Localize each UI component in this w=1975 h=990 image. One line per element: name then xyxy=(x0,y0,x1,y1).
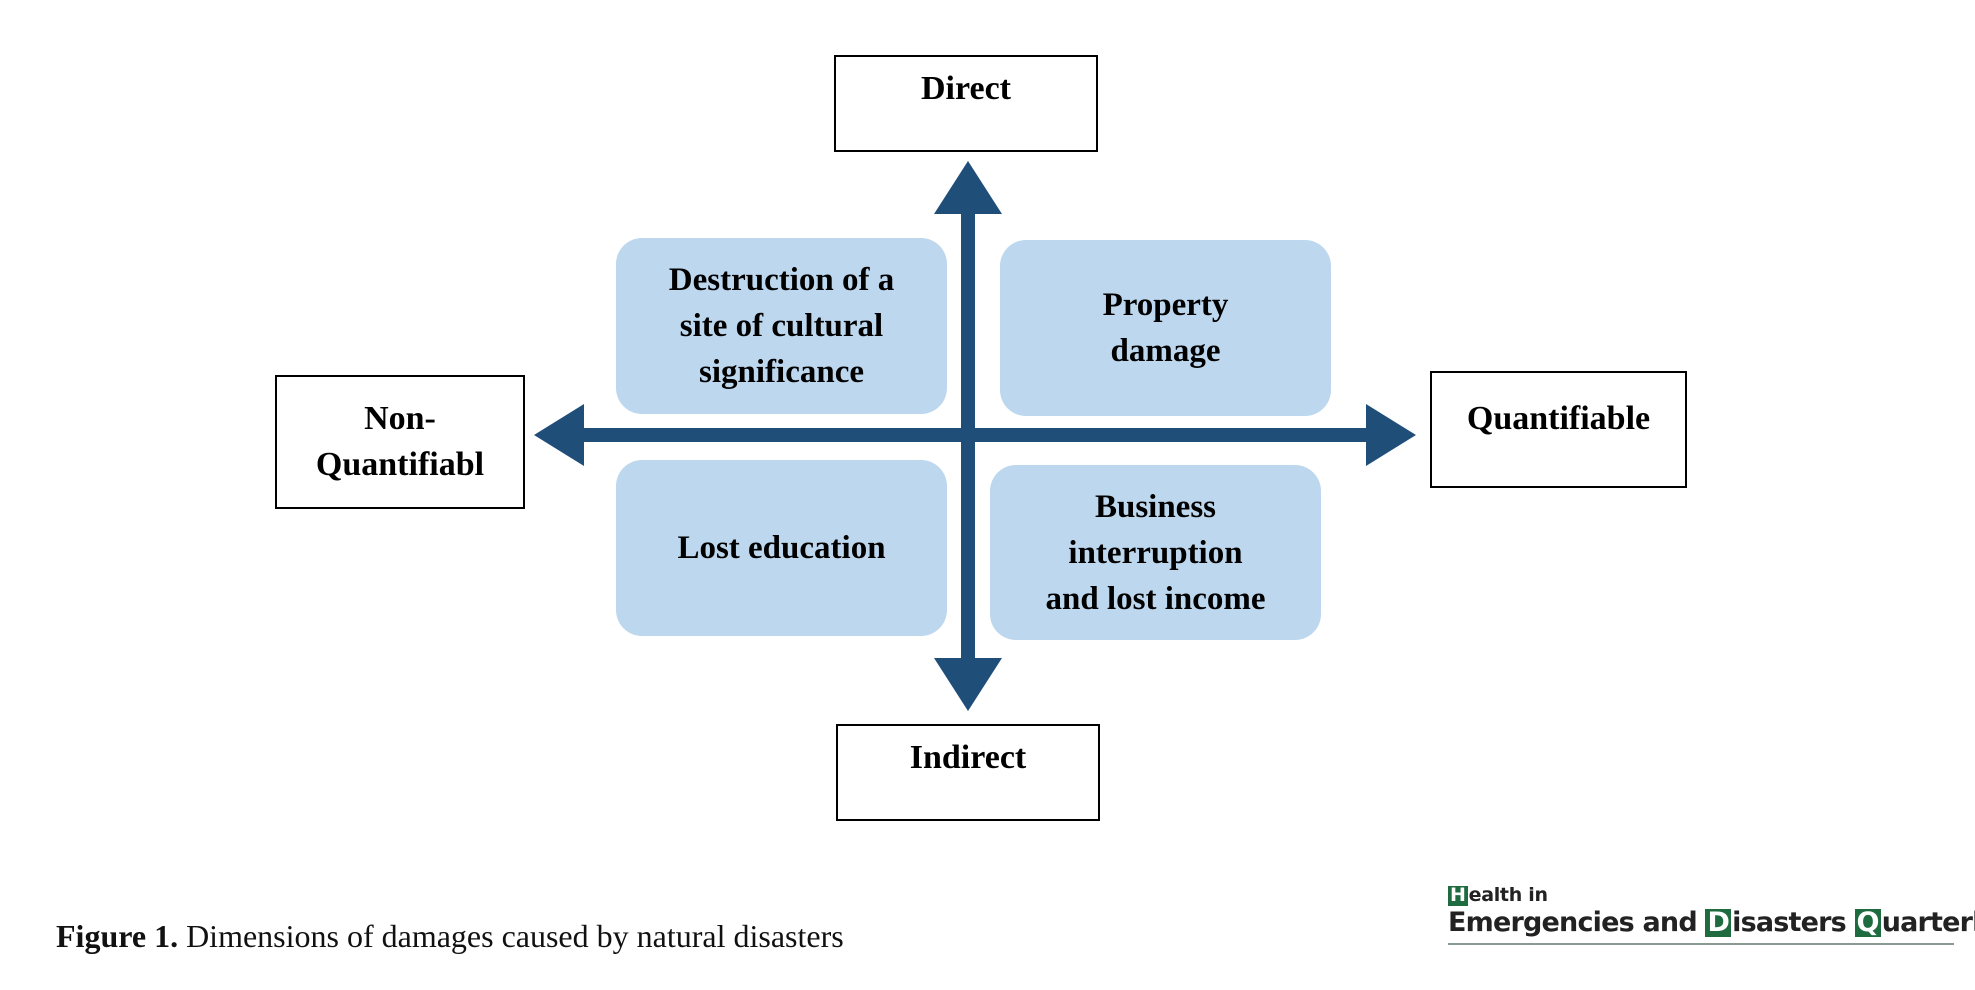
figure-caption-label: Figure 1. xyxy=(56,918,179,954)
quadrant-top-right: Property damage xyxy=(1000,240,1331,416)
figure-caption: Figure 1. Dimensions of damages caused b… xyxy=(56,918,844,955)
quadrant-bottom-left: Lost education xyxy=(616,460,947,636)
quadrant-top-left: Destruction of a site of cultural signif… xyxy=(616,238,947,414)
left-arrowhead xyxy=(534,404,584,466)
logo-initial-d: D xyxy=(1705,907,1732,938)
logo-word-uarterly: uarterly xyxy=(1881,907,1975,938)
up-arrowhead xyxy=(934,161,1002,214)
logo-word-emergencies: Emergencies and xyxy=(1448,907,1706,938)
logo-initial-h: H xyxy=(1448,884,1468,906)
vertical-axis-shaft xyxy=(961,205,975,670)
logo-initial-q: Q xyxy=(1854,907,1881,938)
logo-line1-rest: ealth in xyxy=(1468,884,1548,906)
logo-word-isasters: isasters xyxy=(1732,907,1855,938)
axis-label-top: Direct xyxy=(834,55,1098,152)
axis-label-bottom: Indirect xyxy=(836,724,1100,821)
quadrant-bottom-right: Business interruption and lost income xyxy=(990,465,1321,640)
journal-logo-underline xyxy=(1448,943,1954,945)
axis-label-left: Non- Quantifiabl xyxy=(275,375,525,509)
down-arrowhead xyxy=(934,658,1002,711)
axis-label-right: Quantifiable xyxy=(1430,371,1687,488)
figure-caption-text: Dimensions of damages caused by natural … xyxy=(186,918,844,954)
right-arrowhead xyxy=(1366,404,1416,466)
